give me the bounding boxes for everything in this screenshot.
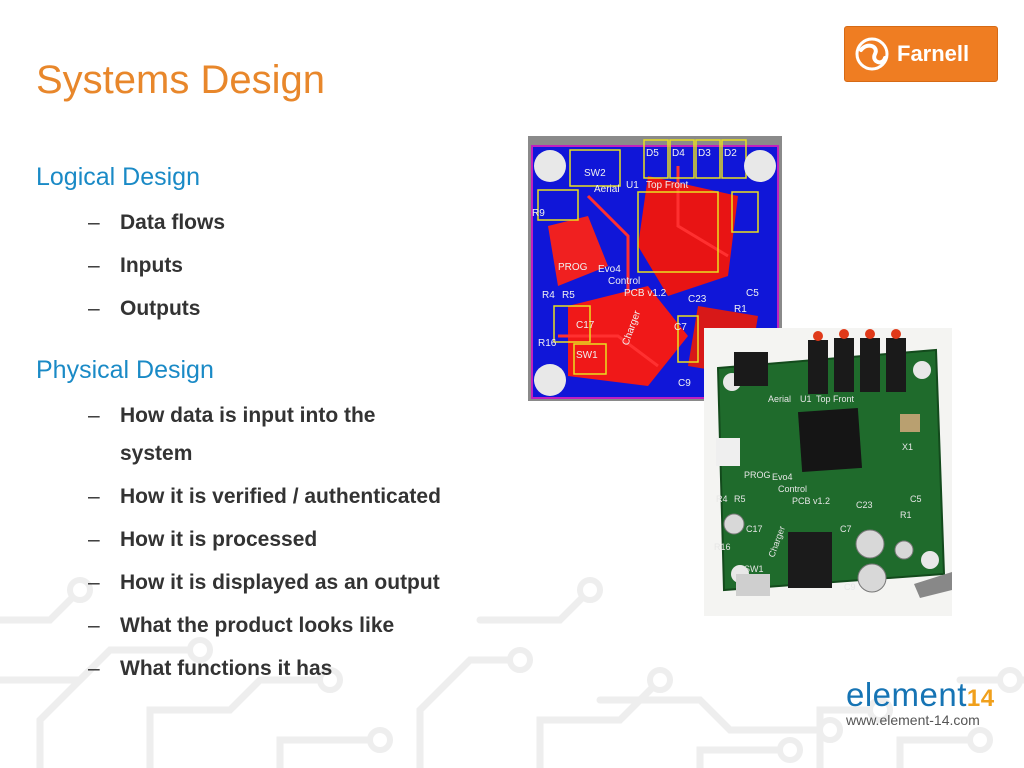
logical-design-list: –Data flows –Inputs –Outputs: [36, 204, 526, 328]
photo-label: Control: [778, 484, 807, 494]
photo-label: PCB v1.2: [792, 496, 830, 506]
list-item: –How data is input into the system: [88, 404, 376, 465]
pcb-label: SW1: [576, 350, 598, 361]
list-item: –What the product looks like: [88, 614, 395, 637]
pcb-label: C9: [678, 378, 691, 389]
pcb-photo-image: Aerial U1 Top Front PROG Evo4 Control PC…: [704, 328, 952, 616]
list-item: –How it is verified / authenticated: [88, 485, 441, 508]
slide-content: Logical Design –Data flows –Inputs –Outp…: [36, 160, 526, 693]
list-item: –How it is displayed as an output: [88, 571, 440, 594]
photo-label: PROG: [744, 470, 771, 480]
pcb-label: U1: [626, 180, 639, 191]
pcb-label: D5: [646, 148, 659, 159]
pcb-label: C5: [746, 288, 759, 299]
pcb-label: Control: [608, 276, 640, 287]
farnell-logo: Farnell: [844, 26, 998, 82]
photo-label: X1: [902, 442, 913, 452]
section-heading-physical: Physical Design: [36, 356, 214, 384]
pcb-label: Evo4: [598, 264, 621, 275]
pcb-label: C7: [674, 322, 687, 333]
photo-label: C9: [844, 582, 856, 592]
element14-logo: element14 www.element-14.com: [846, 676, 995, 728]
circuit-background: [0, 577, 1024, 768]
photo-label: C17: [746, 524, 763, 534]
pcb-label: R5: [562, 290, 575, 301]
pcb-label: R4: [542, 290, 555, 301]
list-item: –Inputs: [88, 254, 183, 277]
pcb-label: R1: [734, 304, 747, 315]
pcb-label: D3: [698, 148, 711, 159]
pcb-label: C23: [688, 294, 707, 305]
pcb-label: R9: [532, 208, 545, 219]
photo-label: R16: [714, 542, 731, 552]
photo-label: R4: [716, 494, 728, 504]
pcb-label: PROG: [558, 262, 588, 273]
photo-label: SW1: [744, 564, 764, 574]
list-item: –What functions it has: [88, 657, 333, 680]
element14-wordmark: element14: [846, 676, 995, 713]
physical-design-list: –How data is input into the system –How …: [36, 397, 526, 688]
photo-label: Aerial: [768, 394, 791, 404]
element14-url: www.element-14.com: [846, 712, 980, 728]
pcb-label: Top Front: [646, 180, 688, 191]
slide-title: Systems Design: [36, 58, 325, 102]
list-item: –Data flows: [88, 211, 226, 234]
photo-label: C23: [856, 500, 873, 510]
pcb-label: D2: [724, 148, 737, 159]
photo-label: Top Front: [816, 394, 855, 404]
farnell-swoosh-icon: [855, 37, 889, 71]
pcb-label: PCB v1.2: [624, 288, 667, 299]
list-item: –Outputs: [88, 297, 201, 320]
pcb-layout-image: D5 D4 D3 D2 SW2 Aerial U1 Top Front R9 P…: [528, 136, 782, 401]
section-heading-logical: Logical Design: [36, 163, 200, 191]
pcb-label: R16: [538, 338, 557, 349]
photo-label: Evo4: [772, 472, 793, 482]
photo-label: U1: [800, 394, 812, 404]
photo-label: R5: [734, 494, 746, 504]
photo-label: C5: [910, 494, 922, 504]
farnell-wordmark: Farnell: [897, 41, 970, 66]
pcb-label: D4: [672, 148, 685, 159]
pcb-label: SW2: [584, 168, 606, 179]
pcb-label: Aerial: [594, 184, 620, 195]
photo-label: R1: [900, 510, 912, 520]
pcb-label: C17: [576, 320, 595, 331]
photo-label: C7: [840, 524, 852, 534]
list-item: –How it is processed: [88, 528, 318, 551]
